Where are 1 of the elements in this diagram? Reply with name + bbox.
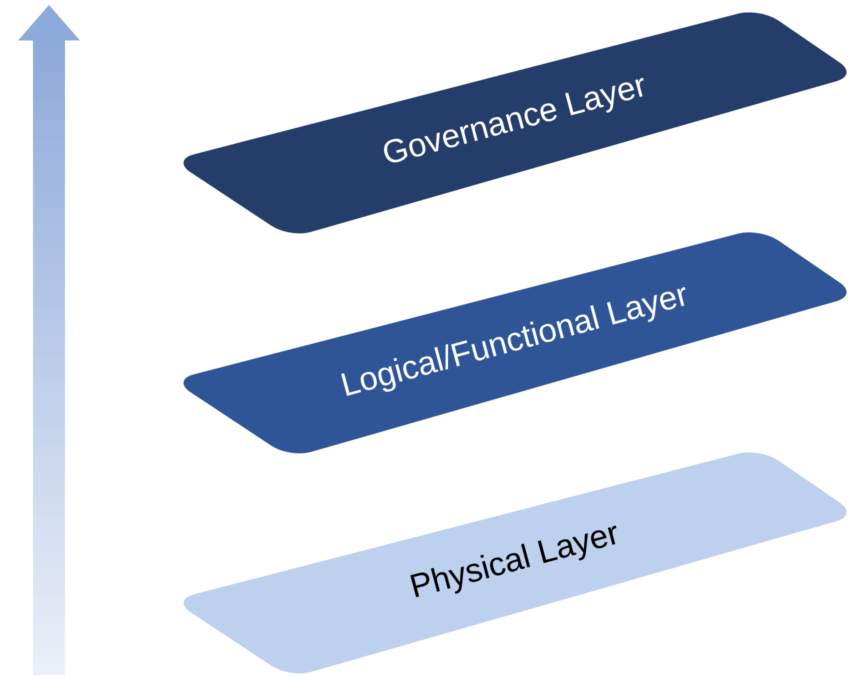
- layer-box: Physical Layer: [184, 452, 847, 674]
